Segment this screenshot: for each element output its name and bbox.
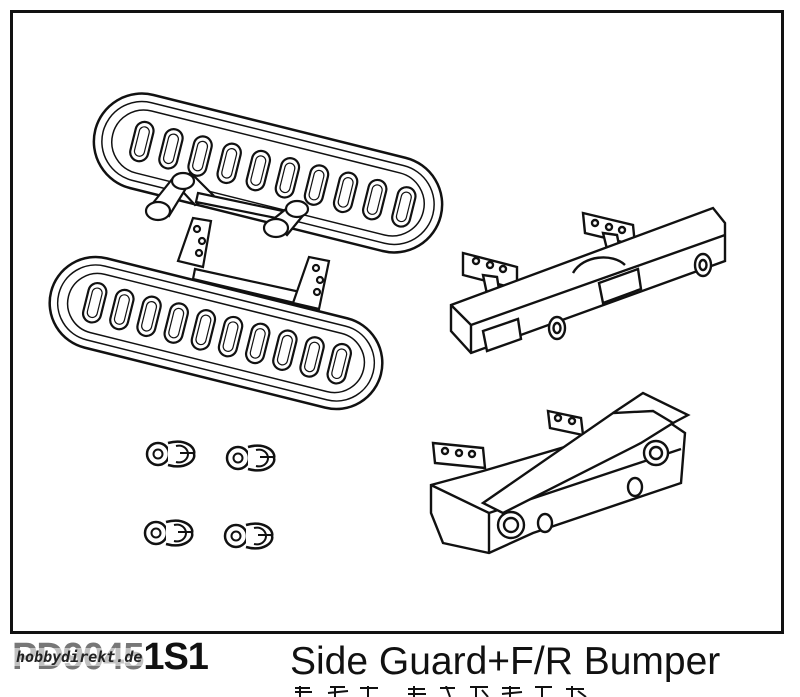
diagram-frame [10, 10, 784, 634]
part-code-suffix: 1S1 [143, 636, 209, 678]
mount-clips [143, 440, 276, 550]
mount-clip-1 [145, 440, 196, 468]
parts-illustration [48, 92, 727, 555]
mount-clip-2 [225, 444, 276, 472]
watermark: hobbydirekt.de [14, 648, 145, 666]
side-guard-upper [92, 92, 444, 254]
side-guard-lower-mounts [176, 216, 331, 311]
side-guard-upper-mounts [144, 171, 310, 239]
side-guard-lower [48, 255, 384, 411]
mount-clip-4 [223, 522, 274, 550]
part-description: Side Guard+F/R Bumper [290, 640, 721, 683]
front-bumper [429, 391, 691, 555]
rear-bumper [449, 206, 727, 355]
chinese-subtitle-glyphs [295, 686, 587, 697]
mount-clip-3 [143, 519, 194, 547]
